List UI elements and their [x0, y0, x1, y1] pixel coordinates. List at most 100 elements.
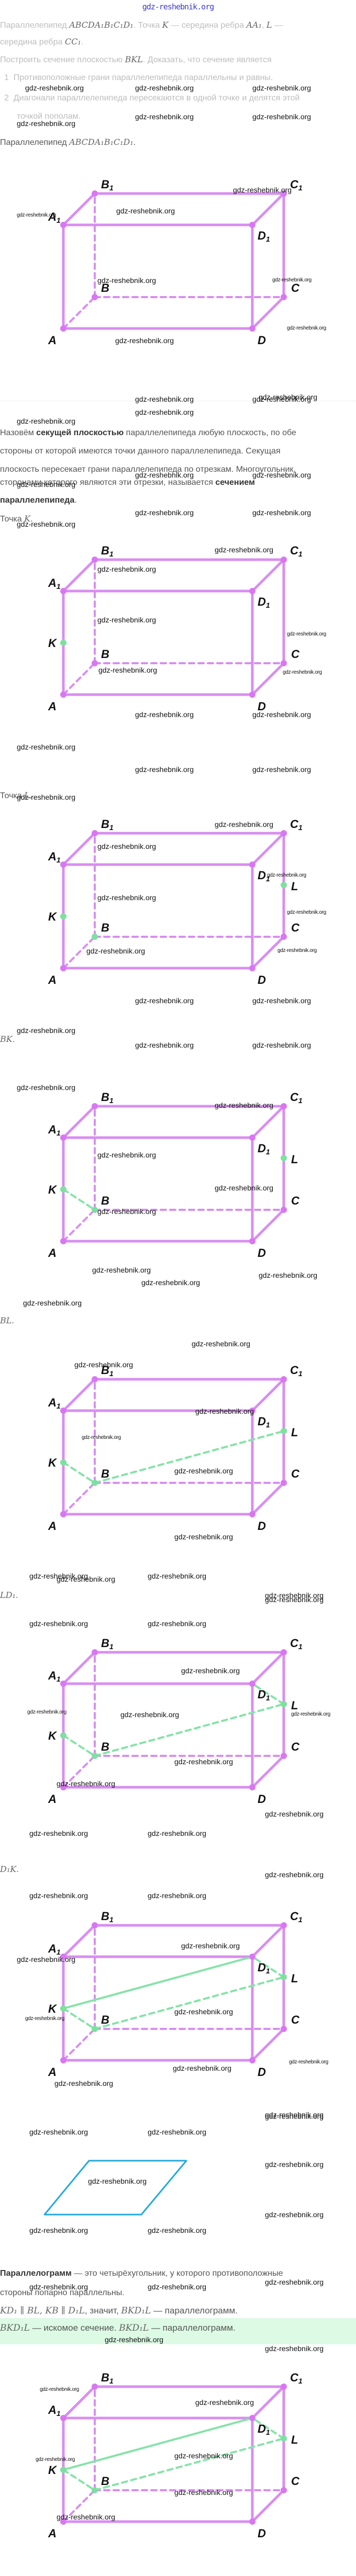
edge-dc: [251, 662, 285, 696]
label-b: B: [101, 1194, 109, 1207]
hint-text: Противоположные грани параллелепипеда па…: [13, 73, 273, 82]
point-k: [60, 2005, 66, 2012]
watermark: gdz-reshebnik.org: [98, 666, 158, 674]
watermark: gdz-reshebnik.org: [82, 1435, 121, 1440]
label-b1: B1: [101, 818, 114, 832]
term-bold: параллелепипеда: [0, 496, 75, 505]
section-segment-kb: [62, 1188, 96, 1211]
vertex-c: [281, 1753, 287, 1759]
problem-line-1: Параллелепипед ABCDA₁B₁C₁D₁. Точка K — с…: [0, 20, 283, 31]
definition-line-5: параллелепипеда.: [0, 495, 77, 506]
vertex-a1: [60, 1408, 66, 1414]
watermark: gdz-reshebnik.org: [29, 1619, 88, 1628]
vertex-a: [60, 2057, 66, 2063]
math: BKD₁L: [121, 2306, 151, 2316]
label-c1: C1: [290, 1091, 303, 1105]
label-l: L: [291, 1699, 298, 1712]
label-b: B: [101, 1740, 109, 1753]
watermark: gdz-reshebnik.org: [25, 84, 84, 92]
text: ,: [261, 21, 266, 30]
watermark: gdz-reshebnik.org: [40, 2387, 79, 2392]
label-b1: B1: [101, 544, 114, 558]
parallelogram-shape: [43, 2160, 187, 2216]
parallelogram-definition-line-1: Параллелограмм — это четырёхугольник, у …: [0, 2268, 283, 2279]
point-l: [281, 1428, 287, 1434]
vertex-b1: [92, 190, 98, 197]
answer-highlight-box: [0, 2318, 356, 2344]
watermark: gdz-reshebnik.org: [252, 1041, 312, 1049]
text: .: [12, 1317, 14, 1325]
label-d: D: [258, 1519, 266, 1533]
watermark: gdz-reshebnik.org: [17, 417, 76, 425]
edge-dc: [251, 1208, 285, 1243]
section-segment-ld1: [251, 1683, 285, 1705]
watermark: gdz-reshebnik.org: [17, 119, 76, 128]
label-k: K: [48, 1456, 58, 1469]
problem-line-2: середина ребра CC₁.: [0, 37, 83, 48]
label-d: D: [258, 2527, 266, 2540]
watermark: gdz-reshebnik.org: [252, 112, 312, 121]
section-segment-ld1: [251, 1956, 285, 1978]
watermark: gdz-reshebnik.org: [252, 710, 312, 719]
vertex-d1: [249, 2415, 255, 2421]
text: Параллелепипед: [0, 138, 70, 147]
term-bold: сечением: [215, 478, 255, 487]
edge-a1b1: [62, 1105, 96, 1139]
watermark: gdz-reshebnik.org: [291, 1711, 330, 1717]
watermark: gdz-reshebnik.org: [265, 2344, 324, 2353]
site-link[interactable]: gdz-reshebnik.org: [142, 2, 215, 12]
parallelogram-definition-line-2: стороны попарно параллельны.: [0, 2288, 125, 2297]
math: BK: [0, 1034, 13, 1044]
label-a: A: [48, 1792, 57, 1806]
watermark: gdz-reshebnik.org: [29, 2128, 88, 2136]
edge-a1b1: [62, 1378, 96, 1412]
watermark: gdz-reshebnik.org: [174, 2452, 233, 2460]
label-k: K: [48, 1729, 58, 1742]
label-d1: D1: [258, 1961, 270, 1975]
section-segment-bl: [94, 2437, 285, 2491]
definition-line-3: плоскость пересекает грани параллелепипе…: [0, 465, 296, 474]
watermark: gdz-reshebnik.org: [27, 1709, 66, 1715]
label-l: L: [291, 1153, 298, 1166]
hidden-edge-ab: [62, 1209, 96, 1242]
label-c1: C1: [290, 544, 303, 558]
label-k: K: [48, 2002, 58, 2015]
watermark: gdz-reshebnik.org: [215, 820, 274, 829]
vertex-b: [92, 1480, 98, 1486]
text: Точка: [0, 791, 25, 800]
label-c: C: [291, 1194, 300, 1207]
watermark: gdz-reshebnik.org: [57, 2513, 116, 2521]
label-a1: A1: [48, 2403, 61, 2418]
label-b: B: [101, 2013, 109, 2026]
vertex-a1: [60, 1954, 66, 1960]
math: KD₁ ∥ BL, KB ∥ D₁L: [0, 2306, 85, 2316]
math: ABCDA₁B₁C₁D₁: [69, 137, 134, 147]
watermark: gdz-reshebnik.org: [148, 2226, 207, 2234]
vertex-d: [249, 2518, 255, 2525]
text: — искомое сечение.: [29, 2323, 119, 2333]
watermark: gdz-reshebnik.org: [17, 743, 76, 751]
vertex-a1: [60, 222, 66, 228]
text: , значит,: [84, 2306, 121, 2316]
watermark: gdz-reshebnik.org: [141, 1278, 201, 1287]
label-d1: D1: [258, 1688, 270, 1702]
text: Построить сечение плоскостью: [0, 55, 125, 64]
edge-d1c1: [251, 1378, 285, 1412]
vertex-c1: [281, 830, 287, 836]
edge-dc: [251, 296, 285, 330]
watermark: gdz-reshebnik.org: [135, 408, 194, 416]
vertex-c: [281, 1480, 287, 1486]
vertex-d: [249, 1784, 255, 1790]
watermark: gdz-reshebnik.org: [192, 1340, 251, 1348]
watermark: gdz-reshebnik.org: [57, 1779, 116, 1788]
text: середина ребра: [0, 38, 65, 47]
point-l: [281, 1974, 287, 1980]
hint-text: Диагонали параллелепипеда пересекаются в…: [13, 94, 300, 103]
text: параллелепипеда любую плоскость, по обе: [124, 428, 296, 437]
label-a: A: [48, 2066, 57, 2079]
text: . Точка: [133, 21, 162, 30]
label-a1: A1: [48, 850, 61, 864]
text: .: [15, 1591, 18, 1600]
